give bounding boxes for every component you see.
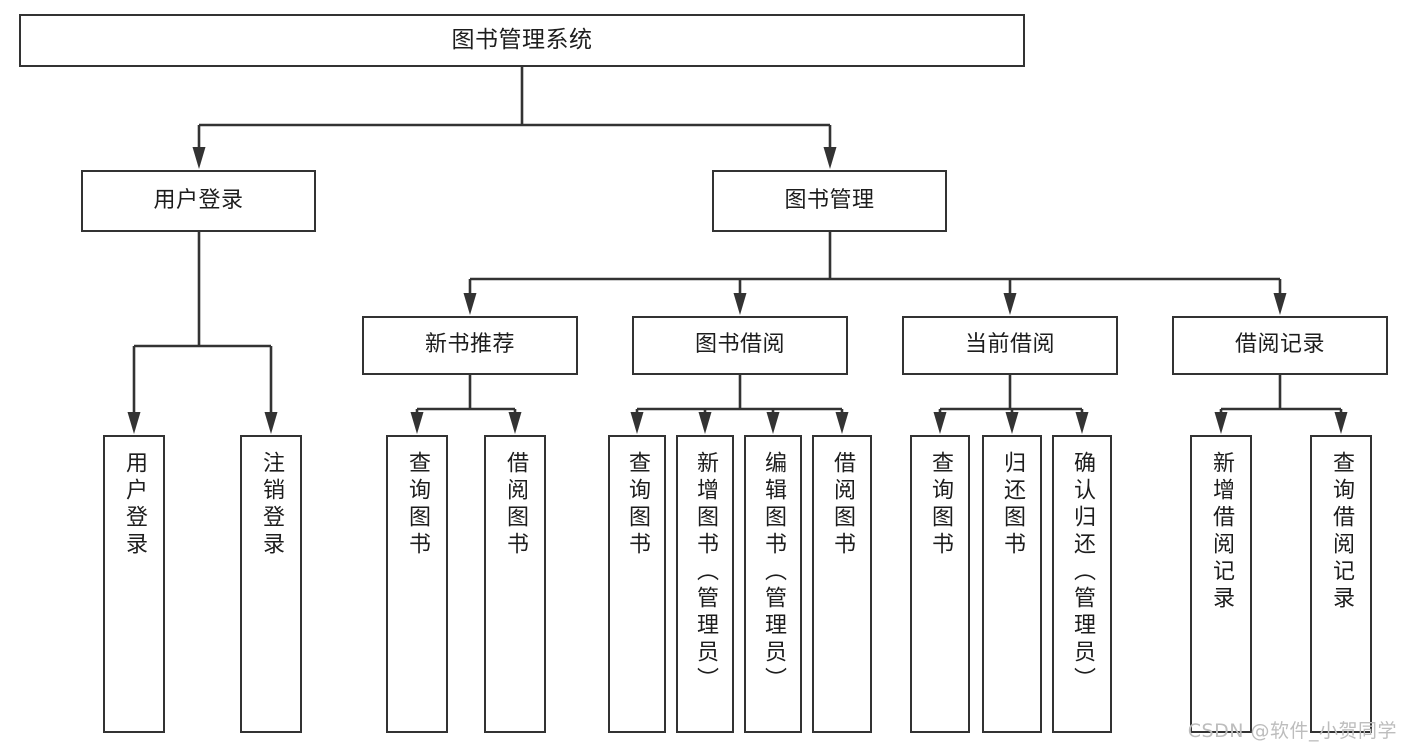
node-label: 确认归还（管理员） xyxy=(1070,451,1095,694)
node-label: 查询图书 xyxy=(405,451,430,559)
node-label: 查询图书 xyxy=(625,451,650,559)
edge-arrowhead xyxy=(1214,412,1228,434)
node-root[interactable]: 图书管理系统 xyxy=(19,14,1025,67)
node-leaf-add-book[interactable]: 新增图书（管理员） xyxy=(676,435,734,733)
edge-arrowhead xyxy=(1003,293,1017,315)
edge-arrowhead xyxy=(823,147,837,169)
node-leaf-query-book-2[interactable]: 查询图书 xyxy=(608,435,666,733)
edge-arrowhead xyxy=(766,412,780,434)
node-leaf-borrow-book-1[interactable]: 借阅图书 xyxy=(484,435,546,733)
node-leaf-add-record[interactable]: 新增借阅记录 xyxy=(1190,435,1252,733)
node-leaf-confirm-return[interactable]: 确认归还（管理员） xyxy=(1052,435,1112,733)
edge-arrowhead xyxy=(698,412,712,434)
node-leaf-user-logout[interactable]: 注销登录 xyxy=(240,435,302,733)
edge-arrowhead xyxy=(192,147,206,169)
edge-arrowhead xyxy=(127,412,141,434)
node-label: 新增图书（管理员） xyxy=(693,451,718,694)
edge-arrowhead xyxy=(264,412,278,434)
node-label: 注销登录 xyxy=(259,451,284,559)
node-label: 新书推荐 xyxy=(424,332,515,358)
node-label: 查询借阅记录 xyxy=(1329,451,1354,613)
node-new-book-rec[interactable]: 新书推荐 xyxy=(362,316,578,375)
node-label: 编辑图书（管理员） xyxy=(761,451,786,694)
node-label: 用户登录 xyxy=(153,187,244,213)
node-label: 图书管理系统 xyxy=(451,26,593,53)
node-label: 借阅记录 xyxy=(1234,332,1325,358)
edge-arrowhead xyxy=(410,412,424,434)
node-borrow-record[interactable]: 借阅记录 xyxy=(1172,316,1388,375)
edge-arrowhead xyxy=(508,412,522,434)
node-book-manage[interactable]: 图书管理 xyxy=(712,170,947,232)
edge-arrowhead xyxy=(835,412,849,434)
node-label: 图书管理 xyxy=(784,187,875,213)
node-leaf-borrow-book-2[interactable]: 借阅图书 xyxy=(812,435,872,733)
node-label: 借阅图书 xyxy=(830,451,855,559)
node-leaf-query-book-3[interactable]: 查询图书 xyxy=(910,435,970,733)
node-label: 当前借阅 xyxy=(964,332,1055,358)
node-label: 查询图书 xyxy=(928,451,953,559)
node-label: 用户登录 xyxy=(122,451,147,559)
node-current-borrow[interactable]: 当前借阅 xyxy=(902,316,1118,375)
node-leaf-edit-book[interactable]: 编辑图书（管理员） xyxy=(744,435,802,733)
node-leaf-query-record[interactable]: 查询借阅记录 xyxy=(1310,435,1372,733)
edge-arrowhead xyxy=(630,412,644,434)
node-label: 新增借阅记录 xyxy=(1209,451,1234,613)
node-label: 归还图书 xyxy=(1000,451,1025,559)
node-leaf-query-book-1[interactable]: 查询图书 xyxy=(386,435,448,733)
edge-arrowhead xyxy=(933,412,947,434)
node-leaf-return-book[interactable]: 归还图书 xyxy=(982,435,1042,733)
edge-arrowhead xyxy=(463,293,477,315)
edge-arrowhead xyxy=(1273,293,1287,315)
node-label: 借阅图书 xyxy=(503,451,528,559)
edge-arrowhead xyxy=(1005,412,1019,434)
edge-arrowhead xyxy=(733,293,747,315)
node-book-borrow[interactable]: 图书借阅 xyxy=(632,316,848,375)
node-user-login[interactable]: 用户登录 xyxy=(81,170,316,232)
watermark: CSDN @软件_小贺同学 xyxy=(1187,720,1397,742)
edge-arrowhead xyxy=(1075,412,1089,434)
node-leaf-user-login[interactable]: 用户登录 xyxy=(103,435,165,733)
node-label: 图书借阅 xyxy=(694,332,785,358)
edge-arrowhead xyxy=(1334,412,1348,434)
